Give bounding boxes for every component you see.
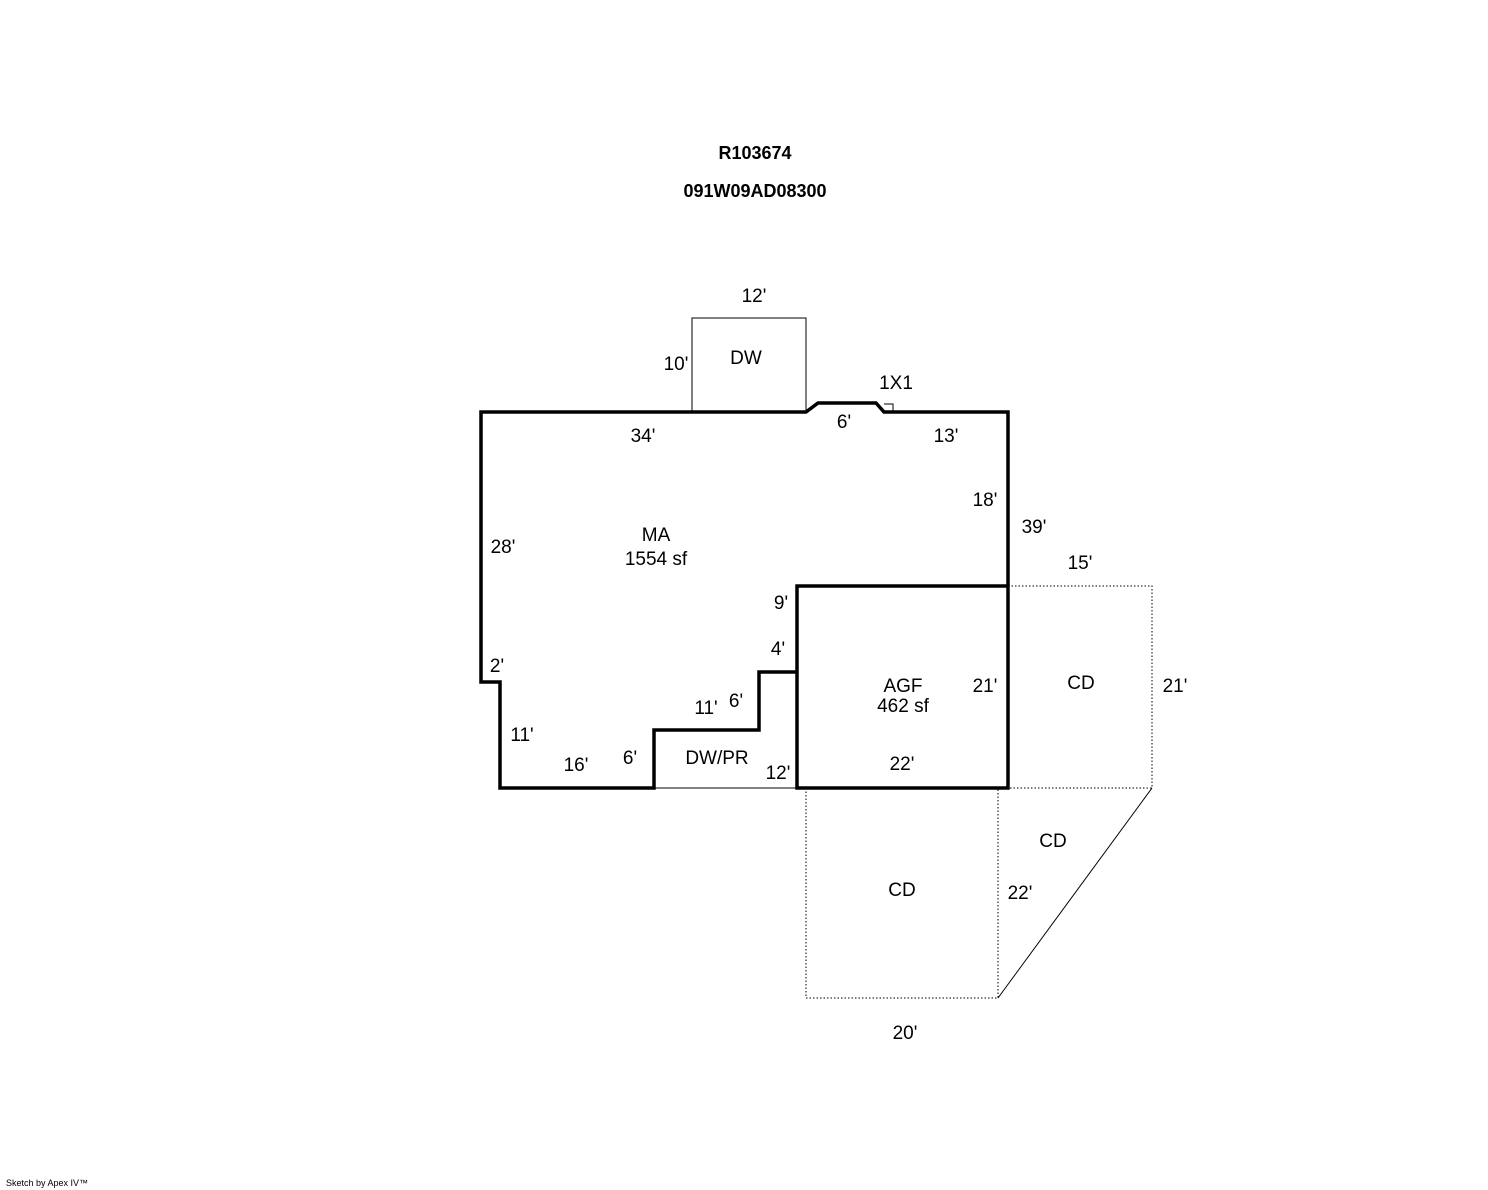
dim-bump-width: 6': [837, 412, 851, 433]
dw-top-label: DW: [730, 348, 762, 369]
main-area-label: MA: [642, 525, 671, 546]
garage-area-size: 462 sf: [877, 696, 929, 717]
parcel-id-title: 091W09AD08300: [683, 181, 827, 201]
main-area-outline: [479, 401, 1010, 790]
cd-bottom-label: CD: [888, 880, 915, 901]
dim-dw-pr-width: 12': [766, 763, 791, 784]
dim-cd-bottom-width: 20': [893, 1023, 918, 1044]
cd-diag-outline: [997, 787, 1153, 999]
garage-label: AGF: [883, 676, 922, 697]
dim-step-bottom: 6': [623, 748, 637, 769]
main-area-size: 1554 sf: [625, 549, 688, 570]
dim-cd-diag-side: 22': [1008, 883, 1033, 904]
dim-garage-right: 21': [973, 676, 998, 697]
dw-pr-label: DW/PR: [685, 748, 748, 769]
dim-bottom-left: 16': [564, 755, 589, 776]
dim-garage-left-upper: 9': [774, 593, 788, 614]
dim-step-upper-riser: 4': [771, 639, 785, 660]
garage-outline: [795, 584, 1010, 790]
dim-garage-bottom: 22': [890, 754, 915, 775]
dim-left-lower: 11': [510, 725, 533, 746]
dim-dw-top-height: 10': [664, 354, 689, 375]
dim-cd-right-width: 15': [1068, 553, 1093, 574]
dim-main-top-left: 34': [631, 426, 656, 447]
cd-right-label: CD: [1067, 673, 1094, 694]
dim-main-top-right: 13': [934, 426, 959, 447]
cd-right-outline: [1008, 585, 1153, 789]
dim-cd-right-height: 21': [1163, 676, 1188, 697]
dim-step-top: 11': [694, 698, 717, 719]
dim-left-jog: 2': [490, 656, 504, 677]
dim-main-right-total: 39': [1022, 517, 1047, 538]
bump-label: 1X1: [879, 373, 913, 394]
sketch-credit: Sketch by Apex IV™: [6, 1178, 89, 1188]
cd-diag-label: CD: [1039, 831, 1066, 852]
dim-dw-top-width: 12': [742, 286, 767, 307]
cd-bottom-outline: [805, 788, 999, 999]
account-id-title: R103674: [718, 143, 792, 163]
dim-step-riser: 6': [729, 691, 743, 712]
dim-main-left: 28': [491, 537, 516, 558]
dim-main-right-upper: 18': [973, 490, 998, 511]
bump-marker: [884, 403, 894, 412]
